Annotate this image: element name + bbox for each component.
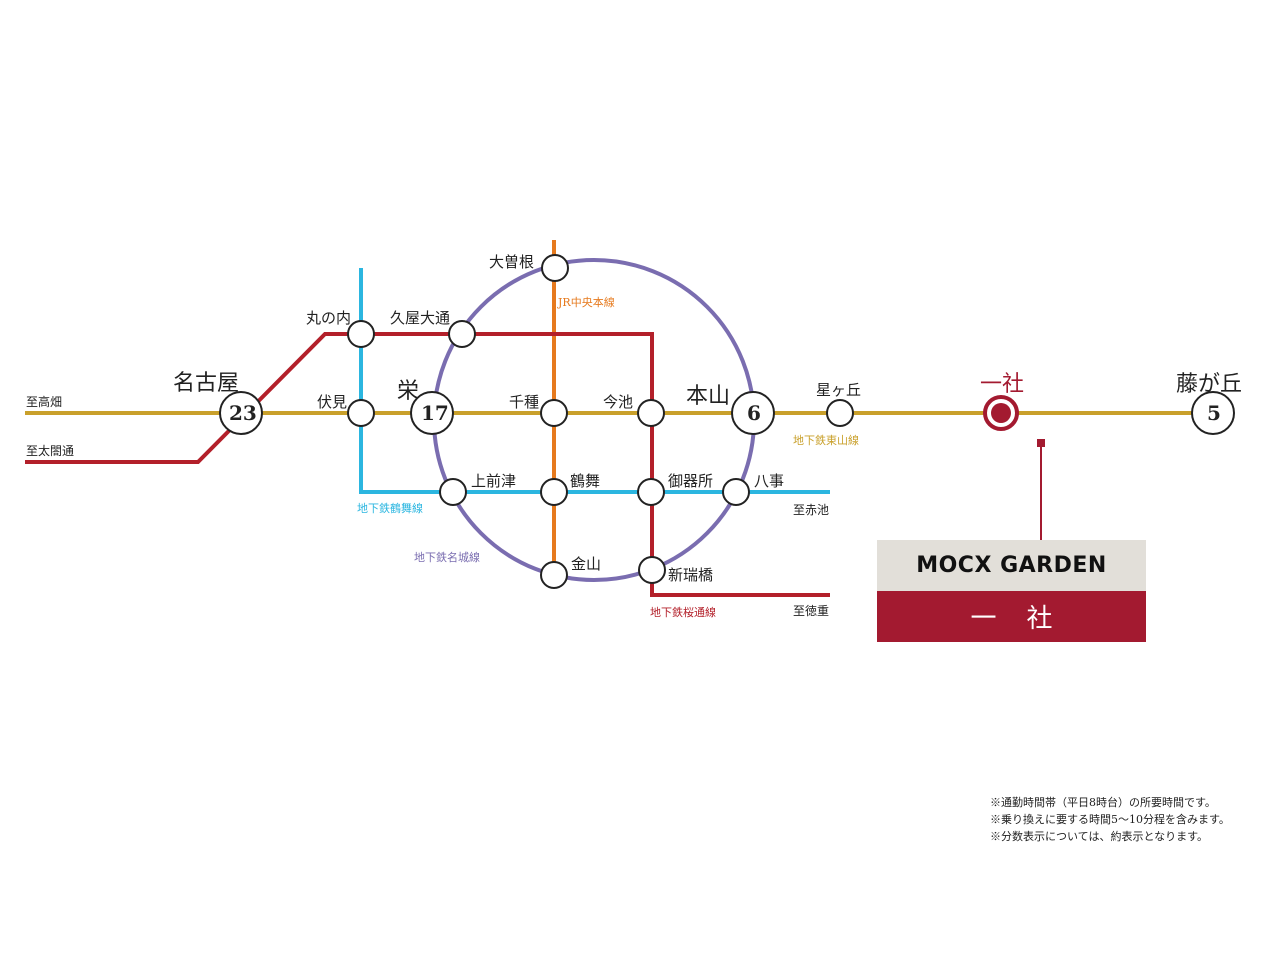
station-aratamabashi [638,556,666,584]
label-ozone: 大曽根 [489,253,535,271]
note: ※通勤時間帯（平日8時台）の所要時間です。 [990,796,1216,809]
direction-tokushige: 至徳重 [793,604,830,618]
label-aratamabashi: 新瑞橋 [668,566,714,584]
minutes-nagoya: 23 [229,401,257,425]
note: ※乗り換えに要する時間5～10分程を含みます。 [990,813,1230,826]
label-chikusa: 千種 [509,393,540,411]
brand-logo: MOCX GARDEN [877,540,1146,591]
label-sakae: 栄 [397,379,420,404]
station-nagoya [219,391,263,435]
minutes-fujigaoka: 5 [1207,401,1221,425]
label-kanayama: 金山 [571,555,602,573]
label-kamimaezu: 上前津 [471,472,517,490]
station-gokiso [637,478,665,506]
label-fushimi: 伏見 [317,393,348,411]
station-kamimaezu [439,478,467,506]
label-issha: 一社 [980,372,1025,397]
label-motoyama: 本山 [686,384,731,409]
label-meijo-line: 地下鉄名城線 [414,551,480,564]
station-fujigaoka [1191,391,1235,435]
label-fujigaoka: 藤が丘 [1176,372,1243,397]
station-imaike [637,399,665,427]
station-motoyama [731,391,775,435]
station-chikusa [540,399,568,427]
direction-taikodori: 至太閤通 [26,444,75,458]
station-yagoto [722,478,750,506]
station-ozone [541,254,569,282]
label-tsurumai-line: 地下鉄鶴舞線 [357,502,423,515]
minutes-sakae: 17 [421,401,449,425]
station-hoshigaoka [826,399,854,427]
station-sakae [410,391,454,435]
label-sakuradori-line: 地下鉄桜通線 [650,606,716,619]
label-imaike: 今池 [603,393,634,411]
station-marunouchi [347,320,375,348]
direction-akaike: 至赤池 [793,503,830,517]
sakuradori-line [25,332,830,597]
label-yagoto: 八事 [754,472,785,490]
label-jr-line: JR中央本線 [558,296,615,309]
label-gokiso: 御器所 [668,472,714,490]
label-higashiyama-line: 地下鉄東山線 [793,434,859,447]
station-fushimi [347,399,375,427]
brand-station: 一社 [877,591,1146,642]
label-hoshigaoka: 星ヶ丘 [816,381,862,399]
note: ※分数表示については、約表示となります。 [990,830,1209,843]
property-badge: MOCX GARDEN 一社 [877,540,1146,642]
station-kanayama [540,561,568,589]
label-marunouchi: 丸の内 [306,309,352,327]
direction-takabata: 至高畑 [26,395,63,409]
label-hisaya: 久屋大通 [390,309,451,327]
station-tsurumai [540,478,568,506]
label-nagoya: 名古屋 [173,371,240,396]
label-tsurumai: 鶴舞 [570,472,601,490]
footnotes: ※通勤時間帯（平日8時台）の所要時間です。 ※乗り換えに要する時間5～10分程を… [990,794,1230,845]
station-hisaya [448,320,476,348]
minutes-motoyama: 6 [747,401,761,425]
